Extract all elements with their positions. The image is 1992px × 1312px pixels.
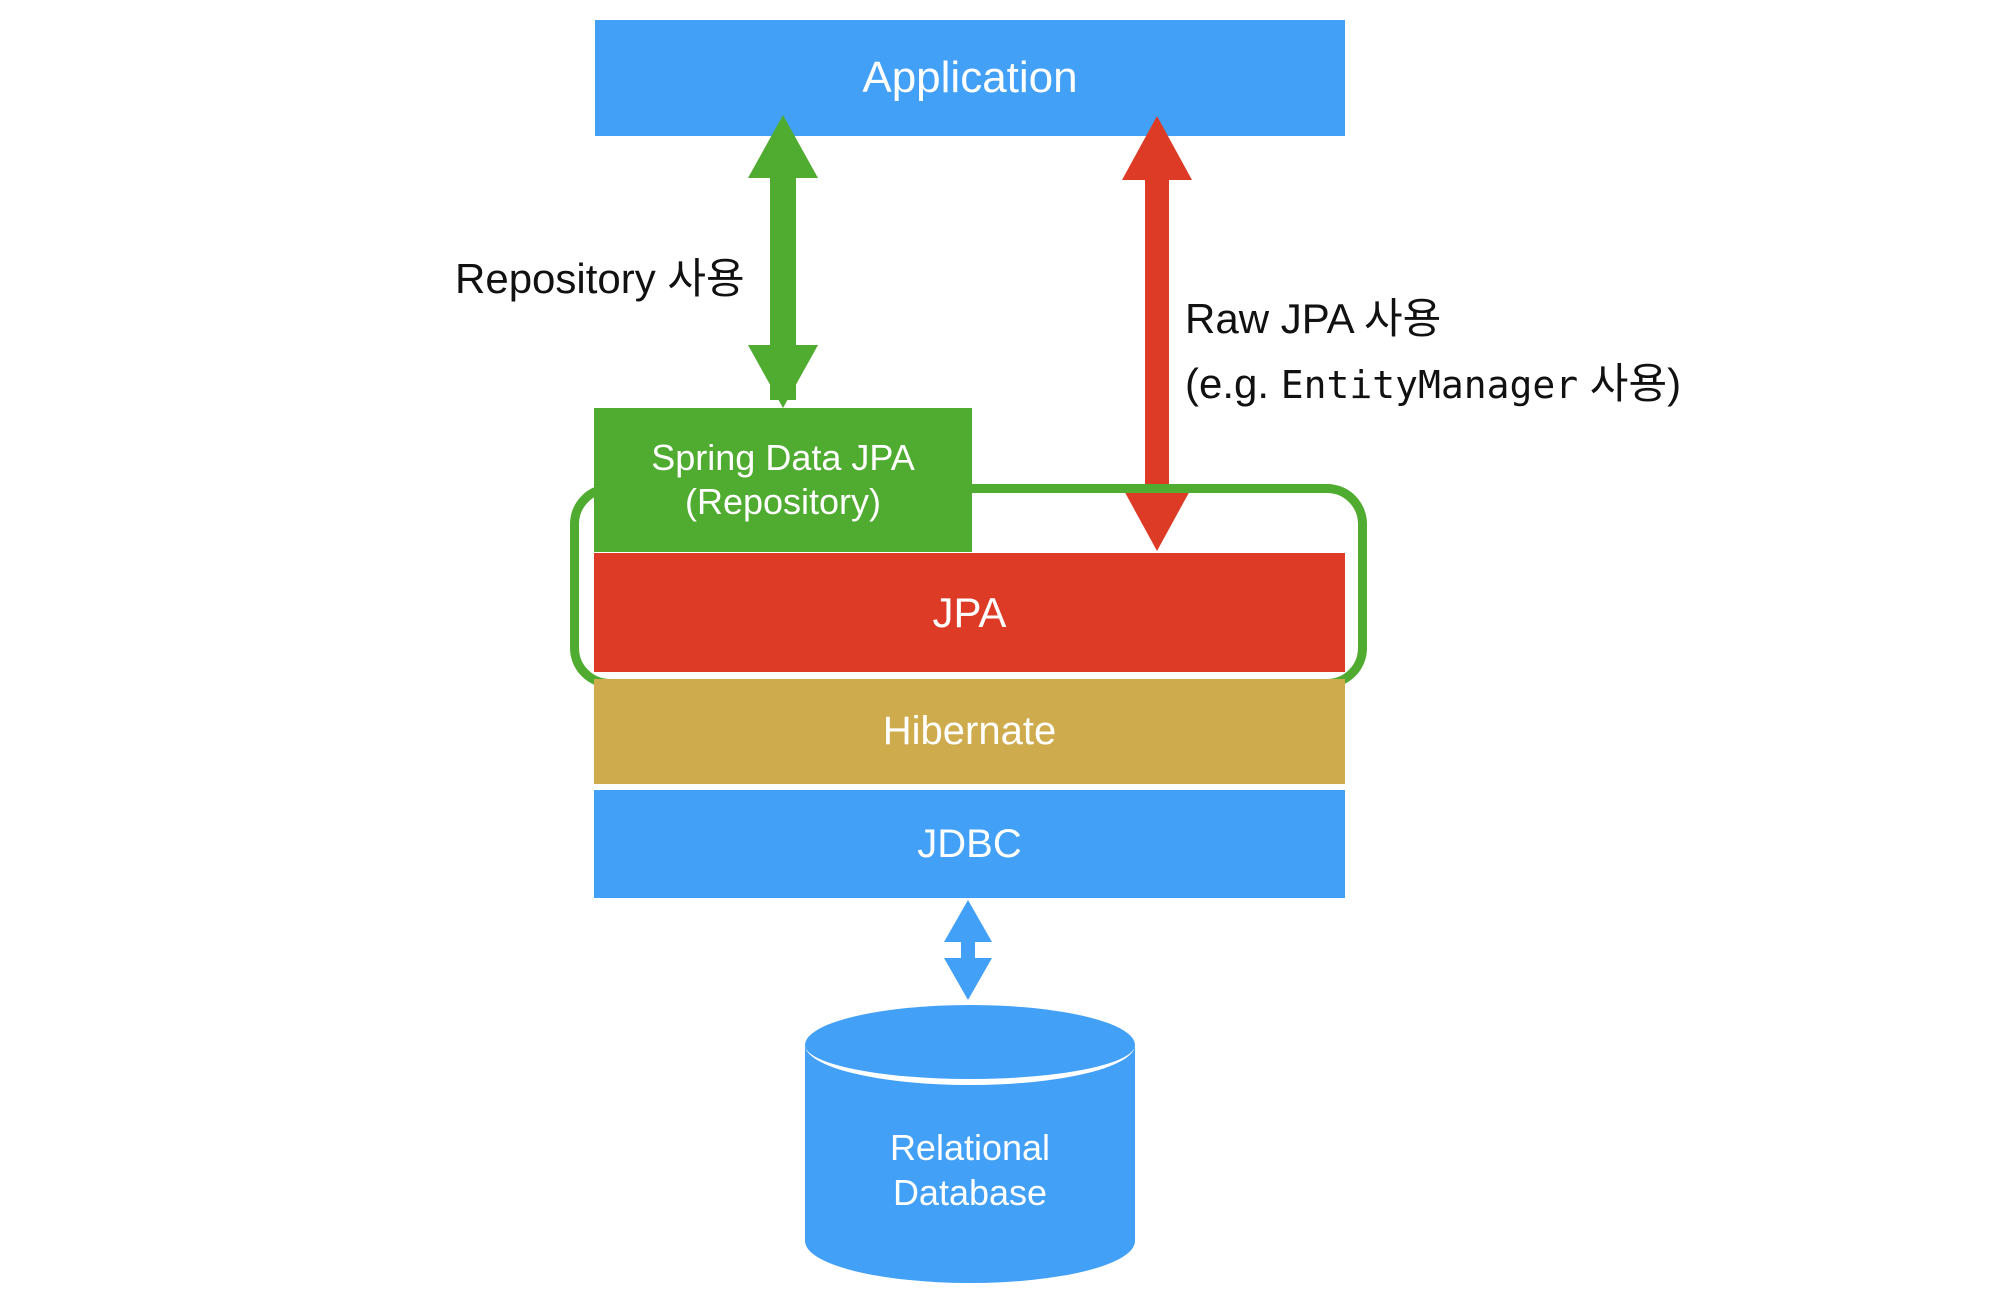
layer-box-hibernate: Hibernate <box>594 679 1345 784</box>
label-raw-jpa-usage: Raw JPA 사용 <box>1185 295 1442 342</box>
layer-box-application: Application <box>595 20 1345 136</box>
connector-application-to-spring-data-jpa <box>748 115 818 408</box>
database-cylinder-top <box>805 1005 1135 1085</box>
label-raw-jpa-example-prefix: (e.g. <box>1185 360 1281 407</box>
label-entity-manager-code: EntityManager <box>1280 363 1579 407</box>
label-raw-jpa-example-suffix: 사용) <box>1578 360 1682 407</box>
database-cylinder: Relational Database <box>805 1005 1135 1283</box>
database-label: Relational Database <box>889 1127 1051 1213</box>
layer-box-spring-data-jpa: Spring Data JPA (Repository) <box>594 408 972 552</box>
layer-box-jpa: JPA <box>594 553 1345 672</box>
label-repository-usage: Repository 사용 <box>455 255 745 302</box>
label-raw-jpa-example: (e.g. EntityManager 사용) <box>1185 350 1681 411</box>
connector-application-to-jpa <box>1122 116 1192 551</box>
connector-jdbc-to-database <box>944 900 992 1000</box>
layer-box-jdbc: JDBC <box>594 790 1345 898</box>
